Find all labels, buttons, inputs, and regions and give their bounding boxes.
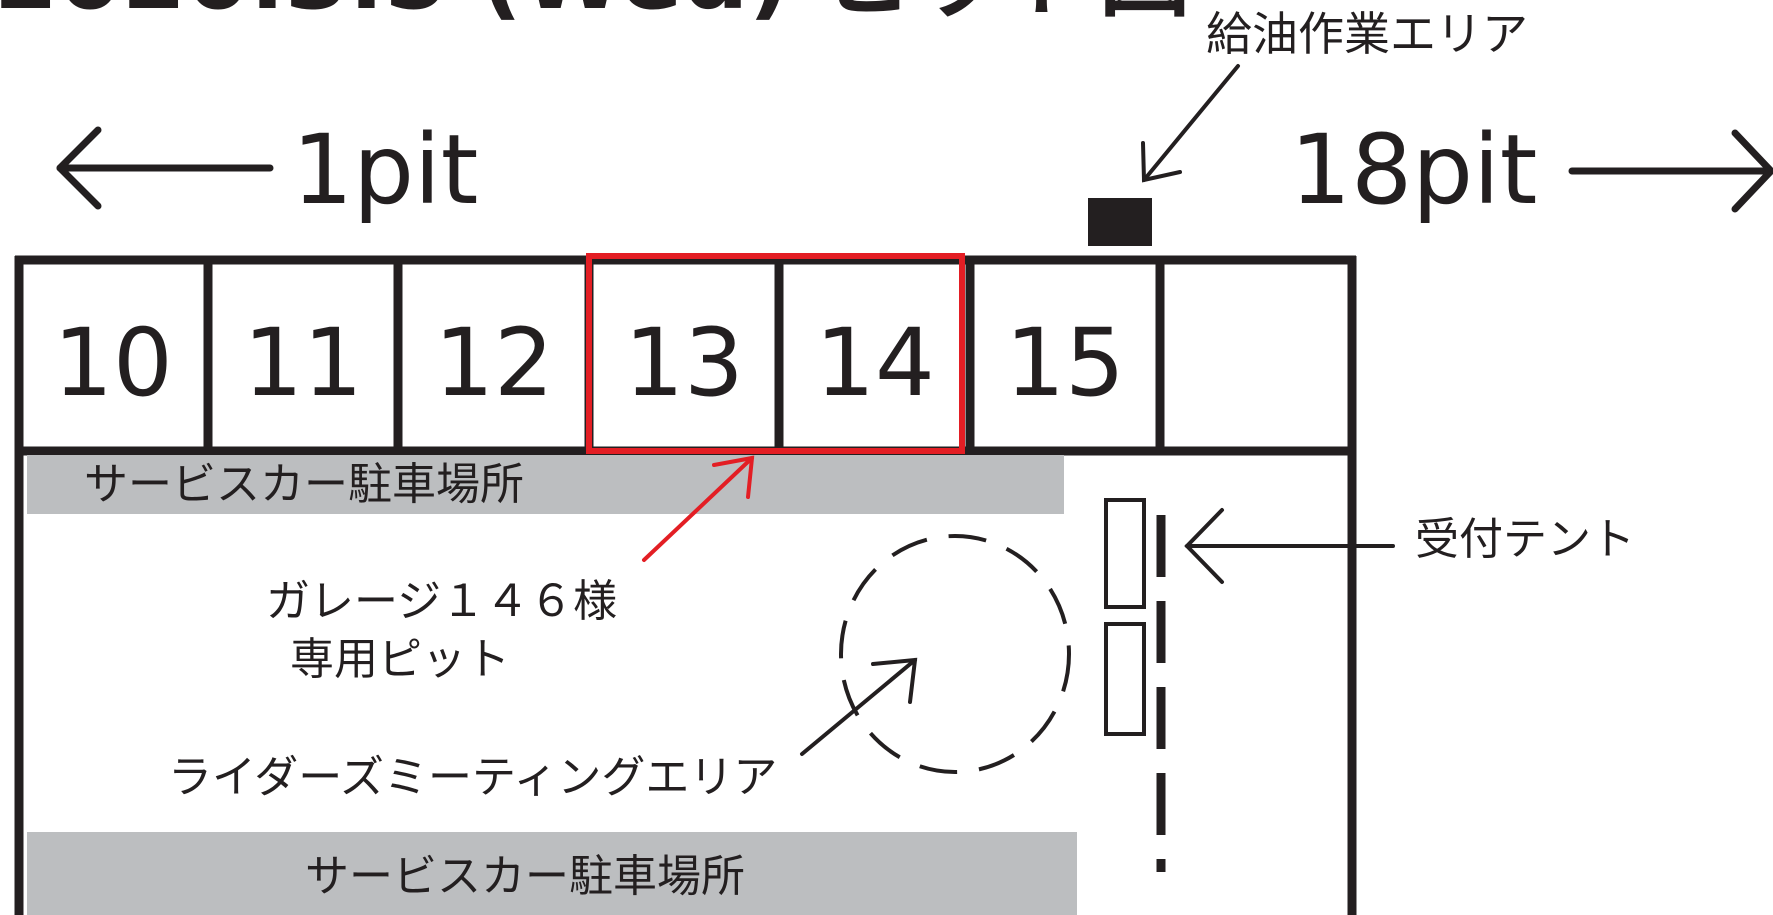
riders-meeting-pointer-arrow-icon	[800, 657, 918, 756]
pit-number: 12	[434, 309, 554, 418]
pit-number: 13	[624, 309, 744, 418]
service-car-parking-bottom	[27, 832, 1077, 915]
pit-number: 15	[1005, 309, 1125, 418]
service-car-parking-top-label: サービスカー駐車場所	[84, 459, 524, 510]
service-car-parking-top	[27, 455, 1064, 514]
reception-tent-table	[1104, 622, 1146, 736]
page-title: 2020.3.5 (Wed) ピット図	[0, 0, 1191, 30]
garage-pointer-arrow-icon	[642, 455, 755, 562]
refuel-area-marker	[1088, 198, 1152, 246]
reception-tent-label: 受付テント	[1415, 514, 1635, 565]
pit-right-label: 18pit	[1290, 114, 1537, 226]
pit-number: 14	[815, 309, 935, 418]
left-arrow-icon	[56, 126, 274, 210]
service-car-parking-bottom-label: サービスカー駐車場所	[305, 851, 745, 902]
right-arrow-icon	[1568, 129, 1773, 213]
riders-meeting-area-circle	[839, 534, 1071, 774]
pit-left-label: 1pit	[292, 114, 478, 226]
reception-tent-table	[1104, 498, 1146, 609]
garage-label-line2: 専用ピット	[290, 634, 510, 685]
highlighted-pits-frame	[586, 253, 965, 454]
riders-meeting-label: ライダーズミーティングエリア	[168, 752, 777, 803]
reception-tent-pointer-arrow-icon	[1184, 508, 1395, 584]
refuel-pointer-arrow-icon	[1141, 64, 1240, 183]
pit-number: 11	[243, 309, 363, 418]
garage-label-line1: ガレージ１４６様	[266, 576, 617, 627]
pit-number: 10	[53, 309, 173, 418]
refuel-area-label: 給油作業エリア	[1206, 7, 1528, 61]
